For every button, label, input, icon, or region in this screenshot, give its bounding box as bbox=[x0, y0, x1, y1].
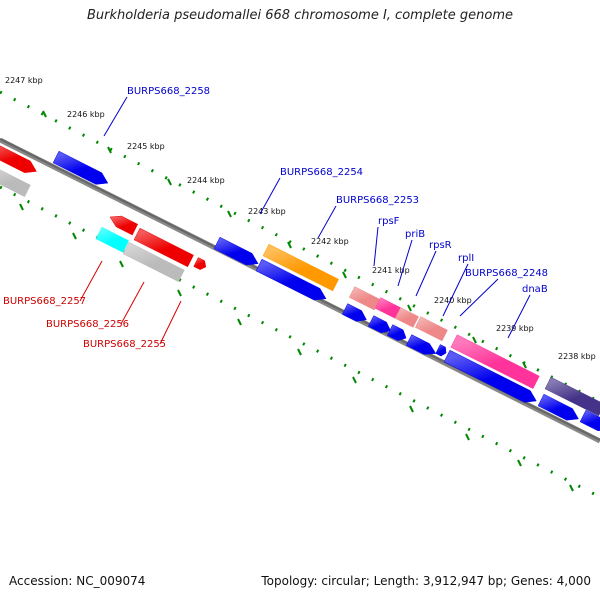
upper-ruler-tick bbox=[342, 271, 347, 279]
topology-summary: Topology: circular; Length: 3,912,947 bp… bbox=[261, 574, 591, 588]
kbp-tick-label: 2241 kbp bbox=[372, 266, 410, 275]
gene-label[interactable]: dnaB bbox=[522, 284, 548, 295]
gene-label-leader bbox=[103, 96, 128, 137]
gene-feature-priB[interactable] bbox=[394, 307, 419, 328]
upper-ruler-tick bbox=[522, 361, 527, 369]
gene-label[interactable]: BURPS668_2258 bbox=[127, 86, 210, 97]
accession-label: Accession: NC_009074 bbox=[9, 574, 146, 588]
gene-label[interactable]: BURPS668_2253 bbox=[336, 195, 419, 206]
lower-ruler-tick bbox=[409, 405, 414, 413]
lower-ruler-tick bbox=[237, 318, 242, 326]
lower-ruler-tick bbox=[72, 232, 77, 240]
gene-feature-burps668-2257a[interactable] bbox=[109, 215, 139, 236]
upper-ruler-tick bbox=[472, 336, 477, 344]
gene-feature-burps668-2248[interactable] bbox=[443, 349, 537, 403]
kbp-tick-label: 2238 kbp bbox=[558, 352, 596, 361]
upper-ruler-tick bbox=[107, 146, 112, 154]
gene-label[interactable]: BURPS668_2255 bbox=[83, 339, 166, 350]
gene-label-leader bbox=[120, 281, 145, 325]
lower-ruler-tick bbox=[119, 260, 124, 268]
gene-label[interactable]: BURPS668_2256 bbox=[46, 319, 129, 330]
gene-feature-grey-left[interactable] bbox=[0, 166, 31, 198]
gene-feature-blue-4[interactable] bbox=[386, 324, 407, 341]
gene-feature-blue-1[interactable] bbox=[213, 236, 259, 266]
gene-label-leader bbox=[415, 250, 437, 297]
gene-feature-blue-7[interactable] bbox=[537, 393, 579, 421]
gene-feature-blue-8[interactable] bbox=[579, 409, 600, 432]
kbp-tick-label: 2242 kbp bbox=[311, 237, 349, 246]
kbp-tick-label: 2243 kbp bbox=[248, 207, 286, 216]
gene-feature-rpsF[interactable] bbox=[374, 297, 401, 319]
gene-feature-burps668-2257b[interactable] bbox=[133, 227, 194, 268]
gene-label-leader bbox=[317, 205, 337, 239]
gene-feature-rplI[interactable] bbox=[450, 334, 540, 389]
lower-ruler-tick bbox=[352, 376, 357, 384]
gene-feature-red-left[interactable] bbox=[0, 142, 37, 173]
lower-ruler-tick bbox=[297, 348, 302, 356]
gene-label-leader bbox=[442, 263, 469, 317]
gene-feature-rpsR[interactable] bbox=[414, 316, 448, 342]
upper-ruler-dots bbox=[0, 90, 600, 404]
gene-label[interactable]: rplI bbox=[458, 253, 474, 264]
gene-label[interactable]: BURPS668_2248 bbox=[465, 268, 548, 279]
lower-ruler-tick bbox=[19, 203, 24, 211]
gene-label-leader bbox=[373, 226, 379, 267]
gene-label-leader bbox=[259, 177, 281, 215]
gene-feature-burps668-2254[interactable] bbox=[262, 243, 339, 292]
gene-label[interactable]: priB bbox=[405, 229, 425, 240]
kbp-tick-label: 2240 kbp bbox=[434, 296, 472, 305]
lower-ruler-tick bbox=[569, 484, 574, 492]
gene-feature-burps668-2258[interactable] bbox=[52, 150, 109, 185]
gene-feature-burps668-2255[interactable] bbox=[193, 257, 207, 270]
kbp-tick-label: 2247 kbp bbox=[5, 76, 43, 85]
kbp-tick-label: 2245 kbp bbox=[127, 142, 165, 151]
lower-ruler-tick bbox=[517, 459, 522, 467]
gene-feature-cyan[interactable] bbox=[95, 226, 130, 253]
gene-feature-burps668-2256[interactable] bbox=[122, 241, 185, 283]
gene-label[interactable]: rpsF bbox=[378, 216, 400, 227]
gene-label-leader bbox=[397, 239, 413, 287]
map-title: Burkholderia pseudomallei 668 chromosome… bbox=[86, 8, 514, 23]
gene-feature-blue-2[interactable] bbox=[341, 303, 367, 322]
kbp-tick-label: 2246 kbp bbox=[67, 110, 105, 119]
gene-feature-blue-5[interactable] bbox=[405, 334, 437, 355]
upper-ruler-tick bbox=[227, 210, 232, 218]
kbp-tick-label: 2244 kbp bbox=[187, 176, 225, 185]
gene-label[interactable]: BURPS668_2254 bbox=[280, 167, 363, 178]
upper-ruler-tick bbox=[407, 304, 412, 312]
gene-label[interactable]: rpsR bbox=[429, 240, 452, 251]
upper-ruler-tick bbox=[42, 110, 47, 118]
gene-label-leader bbox=[459, 278, 499, 317]
gene-feature-blue-6[interactable] bbox=[435, 344, 447, 357]
gene-feature-blue-3[interactable] bbox=[367, 315, 392, 334]
gene-label-leader bbox=[159, 300, 182, 345]
lower-ruler-tick bbox=[177, 289, 182, 297]
gene-feature-dnaB[interactable] bbox=[544, 376, 600, 417]
gene-feature-rpsF-box[interactable] bbox=[348, 286, 381, 311]
lower-ruler-tick bbox=[465, 433, 470, 441]
gene-label-leader bbox=[79, 260, 103, 302]
gene-label[interactable]: BURPS668_2257 bbox=[3, 296, 86, 307]
upper-ruler-tick bbox=[167, 178, 172, 186]
upper-ruler-tick bbox=[287, 241, 292, 249]
gene-label-leader bbox=[507, 294, 531, 339]
kbp-tick-label: 2239 kbp bbox=[496, 324, 534, 333]
gene-feature-burps668-2253[interactable] bbox=[255, 258, 327, 301]
